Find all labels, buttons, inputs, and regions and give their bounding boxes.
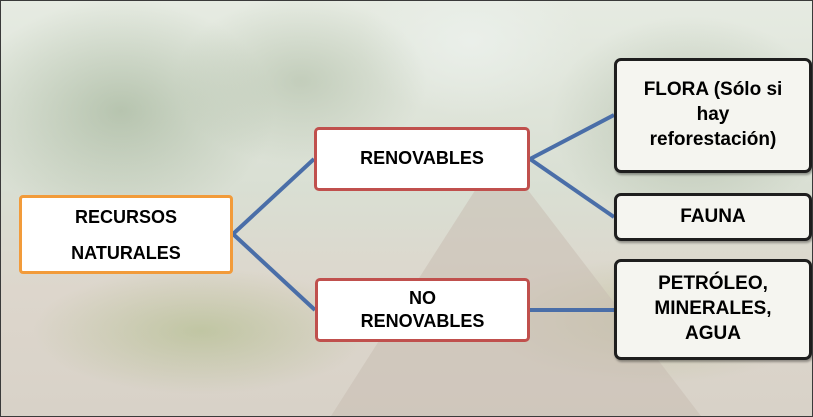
node-text-line: PETRÓLEO, [654,272,771,297]
node-no-renovables: NO RENOVABLES [315,278,530,342]
node-flora: FLORA (Sólo si hay reforestación) [614,58,812,173]
node-text-line: AGUA [654,322,771,347]
connector-renovables-to-fauna [530,159,614,217]
connector-renovables-to-flora [530,115,614,159]
node-petroleo-minerales-agua: PETRÓLEO, MINERALES, AGUA [614,259,812,360]
node-text-line: RECURSOS [71,199,181,235]
node-text-line: NATURALES [71,235,181,271]
node-text-line: reforestación) [644,128,783,153]
node-text-line: RENOVABLES [361,310,485,333]
node-recursos-naturales: RECURSOS NATURALES [19,195,233,274]
node-renovables: RENOVABLES [314,127,530,191]
connector-root-to-no-renovables [233,234,315,310]
node-fauna: FAUNA [614,193,812,241]
node-text-line: hay [644,103,783,128]
node-text-line: FLORA (Sólo si [644,78,783,103]
node-text: FAUNA [680,202,745,231]
node-text-line: MINERALES, [654,297,771,322]
node-text: RENOVABLES [360,145,484,173]
node-text-line: NO [361,287,485,310]
connector-root-to-renovables [233,159,314,234]
